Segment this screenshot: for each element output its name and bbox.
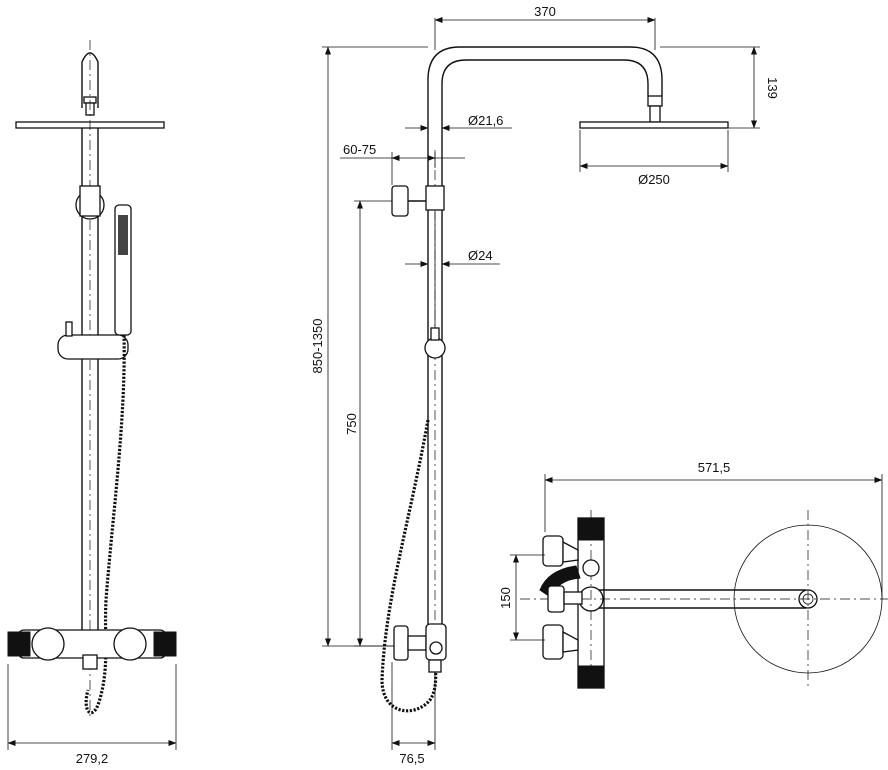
dim-wall-distance: 60-75: [343, 142, 376, 157]
front-riser-top-bend: [81, 52, 99, 108]
side-slider: [424, 337, 446, 359]
front-mixer-right-knob: [153, 631, 177, 657]
side-shower-head: [579, 121, 729, 129]
top-lower-knob: [542, 624, 564, 660]
front-mixer-left-knob: [7, 631, 31, 657]
front-hose: [84, 334, 126, 715]
dim-total-height: 850-1350: [310, 319, 325, 374]
dim-side-depth: 76,5: [399, 751, 424, 766]
front-view: 279,2: [7, 40, 177, 766]
side-upper-bracket: [425, 185, 445, 211]
dim-arm-length: 370: [534, 4, 556, 19]
dim-front-width: 279,2: [76, 751, 109, 766]
dim-riser-pipe-diameter: Ø24: [468, 248, 493, 263]
side-view: 370 139 Ø21,6 60-75 Ø250 Ø24 850-1350: [310, 4, 780, 766]
front-slider: [57, 334, 129, 360]
dim-top-view-length: 571,5: [698, 460, 731, 475]
dim-arm-pipe-diameter: Ø21,6: [468, 113, 503, 128]
dim-head-height: 139: [765, 77, 780, 99]
side-mixer-knob: [393, 625, 409, 661]
side-arm-outer: [427, 46, 663, 190]
top-view: 571,5 150: [498, 460, 888, 690]
dim-mixer-to-slider: 750: [344, 413, 359, 435]
dim-top-view-spacing: 150: [498, 587, 513, 609]
dim-head-diameter: Ø250: [638, 172, 670, 187]
side-arm-inner: [441, 59, 649, 190]
top-upper-knob: [542, 535, 564, 567]
